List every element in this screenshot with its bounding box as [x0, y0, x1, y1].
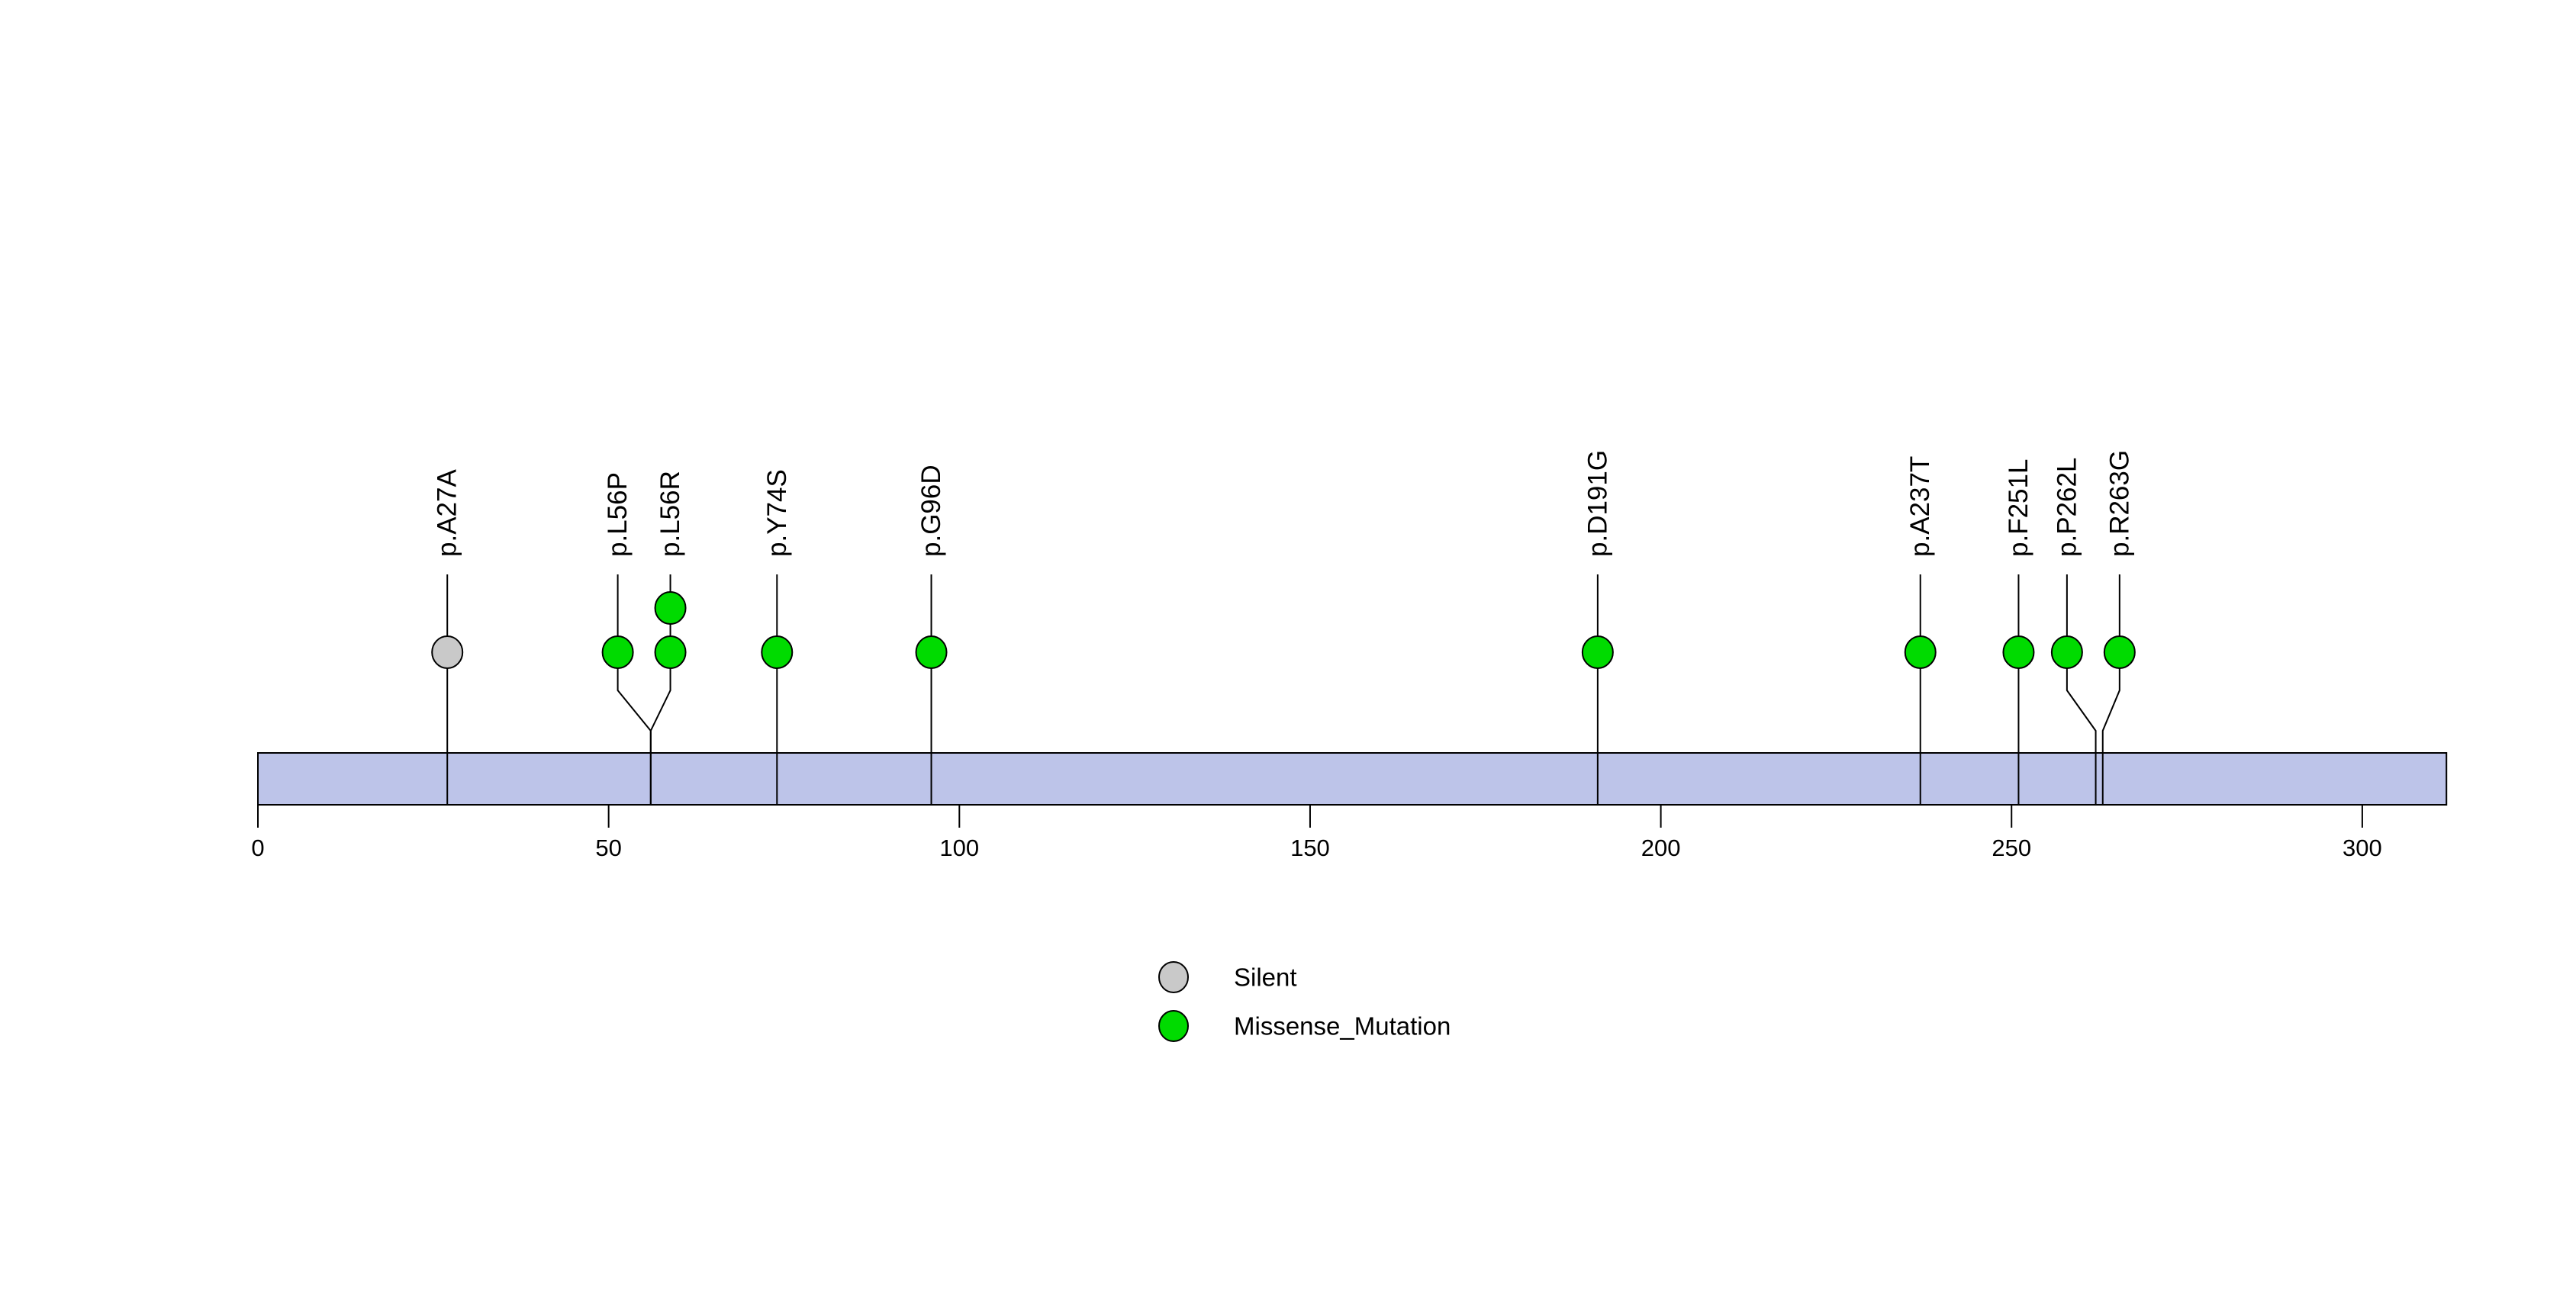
- axis-tick-label: 150: [1290, 835, 1330, 861]
- mutation-label-p-g96d: p.G96D: [916, 465, 946, 557]
- mutation-marker-p-l56r: [654, 591, 687, 625]
- axis-tick-label: 300: [2343, 835, 2382, 861]
- mutation-marker-p-l56p: [601, 635, 634, 669]
- legend-label-missense-mutation: Missense_Mutation: [1234, 1012, 1451, 1041]
- mutation-label-p-f251l: p.F251L: [2004, 459, 2033, 557]
- mutation-label-p-l56r: p.L56R: [655, 471, 685, 557]
- mutation-marker-p-p262l: [2050, 635, 2083, 669]
- mutation-stem-p-p262l: [2066, 574, 2097, 804]
- mutation-label-p-d191g: p.D191G: [1583, 450, 1612, 557]
- legend-marker-missense-mutation: [1158, 1010, 1189, 1042]
- axis-tick-label: 200: [1641, 835, 1681, 861]
- legend-marker-silent: [1158, 961, 1189, 993]
- mutation-label-p-a27a: p.A27A: [433, 469, 462, 557]
- axis-tick-label: 50: [595, 835, 621, 861]
- mutation-label-p-y74s: p.Y74S: [762, 469, 792, 557]
- protein-backbone: [257, 752, 2448, 806]
- mutation-marker-p-d191g: [1581, 635, 1614, 669]
- mutation-marker-p-a237t: [1904, 635, 1937, 669]
- legend-label-silent: Silent: [1234, 963, 1297, 992]
- mutation-label-p-r263g: p.R263G: [2104, 450, 2134, 557]
- mutation-label-p-a237t: p.A237T: [1905, 456, 1935, 557]
- axis-tick-label: 100: [939, 835, 979, 861]
- mutation-label-p-p262l: p.P262L: [2052, 458, 2082, 557]
- mutation-stem-p-l56r: [649, 574, 671, 804]
- mutation-marker-p-g96d: [915, 635, 948, 669]
- mutation-marker-p-f251l: [2002, 635, 2035, 669]
- mutation-marker-p-l56r: [654, 635, 687, 669]
- mutation-marker-p-r263g: [2103, 635, 2136, 669]
- mutation-marker-p-y74s: [761, 635, 794, 669]
- mutation-label-p-l56p: p.L56P: [603, 472, 633, 557]
- axis-tick-label: 0: [251, 835, 264, 861]
- mutation-stem-p-r263g: [2101, 574, 2120, 804]
- axis-tick-label: 250: [1992, 835, 2031, 861]
- mutation-marker-p-a27a: [431, 635, 464, 669]
